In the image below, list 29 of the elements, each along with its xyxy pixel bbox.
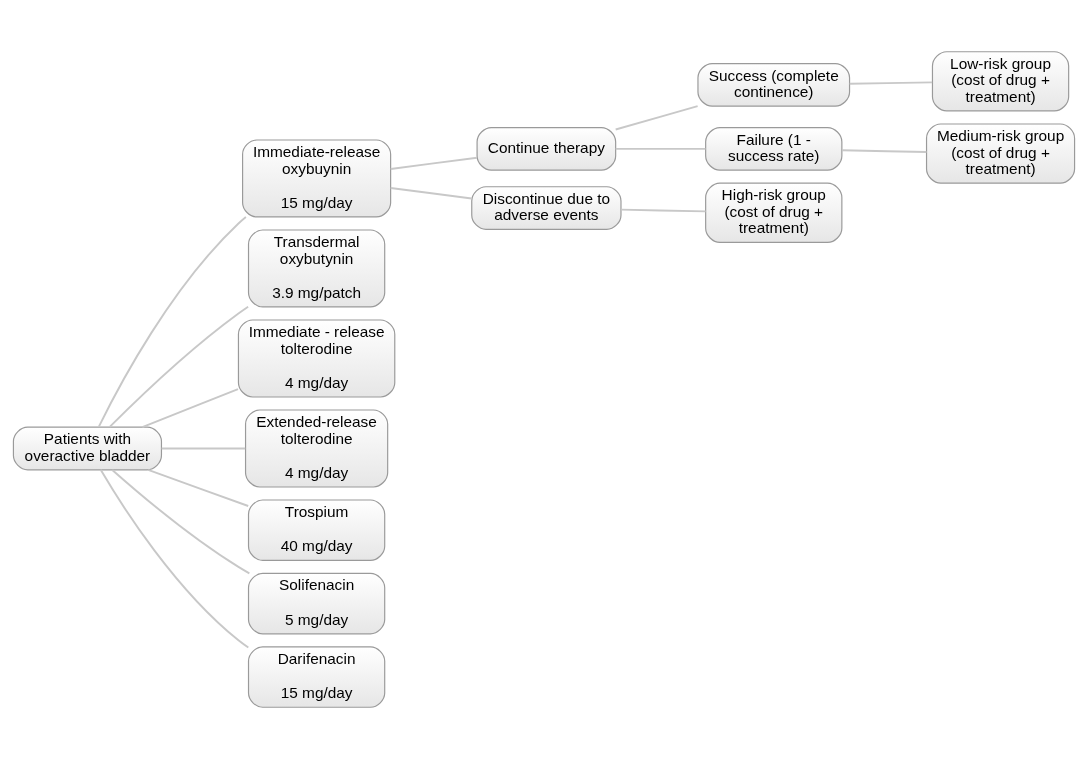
node-box: Low-risk group (cost of drug + treatment) [931,50,1070,112]
connector [111,468,251,574]
connector [389,156,478,170]
connector [620,208,707,212]
node-box: Medium-risk group (cost of drug + treatment) [925,122,1076,184]
node-box: Failure (1 - success rate) [705,126,843,171]
node-box: Transdermal oxybutynin 3.9 mg/patch [247,228,386,308]
node-box: Immediate-release oxybuynin 15 mg/day [242,138,392,218]
connector [614,147,707,150]
connector [841,148,928,153]
node-box: Extended-release tolterodine 4 mg/day [244,408,389,488]
node-box: Discontinue due to adverse events [471,185,622,230]
connector [141,387,239,428]
node-box: High-risk group (cost of drug + treatment) [705,182,843,243]
connector [97,215,247,428]
node-box: Immediate - release tolterodine 4 mg/day [237,318,396,398]
connector [108,305,250,428]
node-box: Patients with overactive bladder [12,426,163,470]
node-box: Darifenacin 15 mg/day [247,645,386,708]
node-box: Success (complete continence) [697,62,851,107]
connector [147,468,250,507]
connector [848,80,934,85]
connector [160,447,247,449]
node-box: Continue therapy [476,126,617,171]
node-box: Solifenacin 5 mg/day [247,572,386,634]
node-box: Trospium 40 mg/day [247,498,386,561]
connector [389,186,473,199]
connector [614,104,699,130]
connector [99,468,250,648]
